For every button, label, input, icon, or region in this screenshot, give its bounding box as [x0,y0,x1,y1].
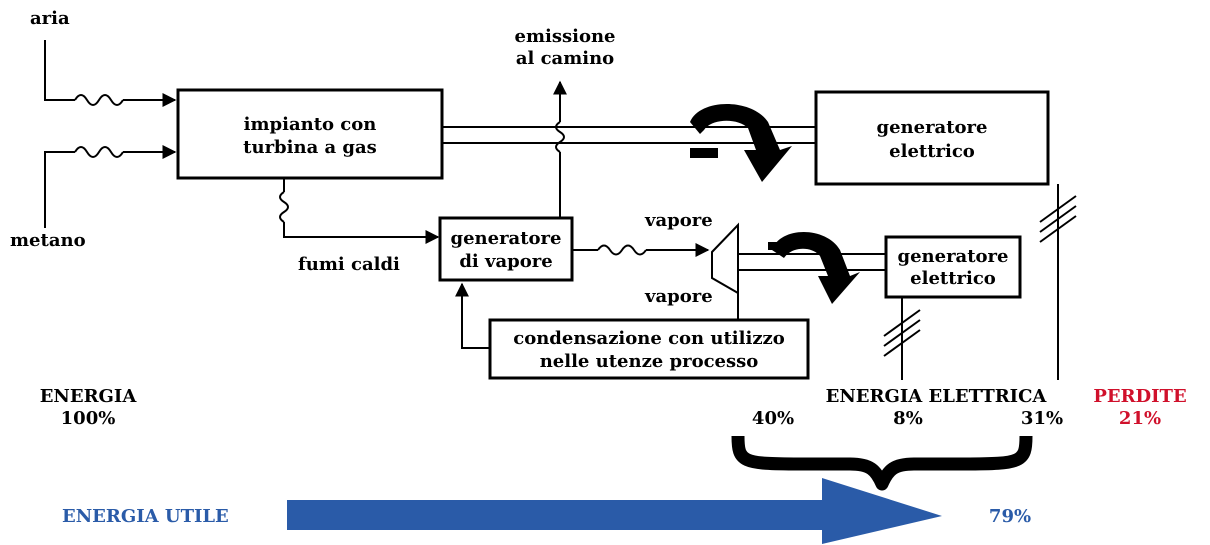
hot-fumes-label: fumi caldi [298,254,400,275]
condensation-line1: condensazione con utilizzo [513,328,785,349]
losses-label: PERDITE [1093,386,1186,407]
air-label: aria [30,8,70,29]
energy-value-31: 31% [1021,408,1063,429]
steam-out-label: vapore [644,286,713,307]
curly-brace-icon [731,435,1033,491]
emission-line1: emissione [515,26,616,47]
main-rotation-arrow-icon [690,104,792,182]
losses-value: 21% [1119,408,1161,429]
gas-turbine-line2: turbina a gas [243,137,377,158]
energy-input-value: 100% [61,408,116,429]
useful-energy-value: 79% [989,506,1031,527]
useful-energy-arrow-icon [287,478,942,544]
energy-value-8: 8% [893,408,923,429]
steam-in-label: vapore [644,210,713,231]
main-generator-output-line [1039,184,1077,380]
main-generator-line1: generatore [877,117,988,138]
condensation-line2: nelle utenze processo [540,351,759,372]
condensation-block [488,318,810,380]
electric-energy-label: ENERGIA ELETTRICA [826,386,1048,407]
energy-input-label: ENERGIA [40,386,138,407]
small-generator-line2: elettrico [910,268,996,289]
steam-generator-block [438,216,574,282]
air-input-line [44,40,177,107]
steam-turbine-icon [711,222,739,295]
methane-input-line [44,145,177,228]
steam-generator-line1: generatore [451,228,562,249]
small-generator-block [884,235,1022,299]
small-generator-line1: generatore [898,246,1009,267]
emission-line [553,80,567,218]
small-shaft [738,253,886,271]
small-generator-output-line [883,297,921,380]
useful-energy-label: ENERGIA UTILE [62,506,229,527]
small-rotation-arrow-icon [768,232,860,304]
main-generator-block [814,90,1050,186]
steam-line [572,243,710,257]
main-generator-line2: elettrico [889,141,975,162]
methane-label: metano [10,230,86,251]
hot-fumes-line [279,178,440,244]
gas-turbine-line1: impianto con [244,114,377,135]
emission-line2: al camino [516,48,614,69]
condensate-return-line [455,282,739,349]
gas-turbine-block [176,88,444,180]
energy-value-40: 40% [752,408,794,429]
steam-generator-line2: di vapore [459,251,552,272]
